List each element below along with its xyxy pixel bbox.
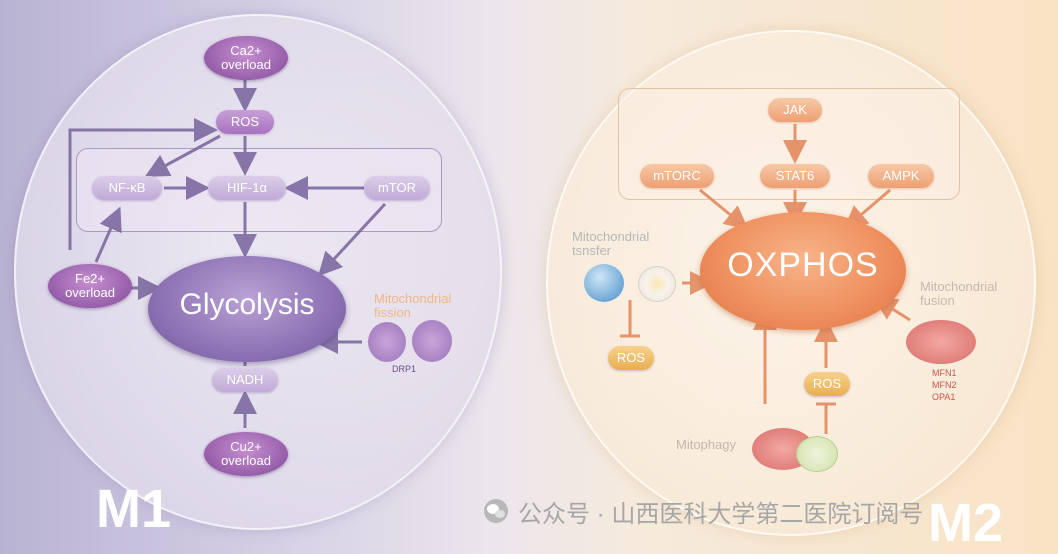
fe-ion-label: Fe2+	[75, 271, 105, 286]
recipient-cell-icon	[638, 266, 676, 302]
fusion-mito-icon	[906, 320, 976, 364]
drp1-label: DRP1	[392, 364, 417, 374]
autophagosome-icon	[796, 436, 838, 472]
watermark-text: 公众号 · 山西医科大学第二医院订阅号	[518, 500, 924, 528]
cu-overload-text: overload	[221, 453, 271, 468]
m2-label: M2	[928, 493, 1004, 553]
fe-overload-text: overload	[65, 285, 115, 300]
hif1a-node: HIF-1α	[208, 176, 286, 200]
ca-overload-mito: Ca2+ overload	[204, 36, 288, 80]
mfn1-label: MFN1	[932, 368, 957, 378]
fusion-label: Mitochondrial fusion	[920, 279, 998, 308]
m1-ros-node: ROS	[216, 110, 274, 134]
mfn2-label: MFN2	[932, 380, 957, 390]
fe-overload-mito: Fe2+ overload	[48, 264, 132, 308]
nfkb-node: NF-κB	[92, 176, 162, 200]
mitophagy-label: Mitophagy	[676, 437, 736, 452]
m1-label: M1	[96, 479, 172, 539]
wechat-icon	[484, 499, 508, 523]
oxphos-label: OXPHOS	[727, 246, 879, 284]
fission-mito-left	[368, 322, 406, 362]
arrow-mtorc-oxphos	[699, 188, 749, 230]
jak-node: JAK	[768, 98, 822, 122]
mtor-node: mTOR	[364, 176, 430, 200]
donor-cell-icon	[584, 264, 624, 302]
transfer-label: Mitochondrial tsnsfer	[572, 229, 650, 258]
cu-overload-mito: Cu2+ overload	[204, 432, 288, 476]
cu-ion-label: Cu2+	[230, 439, 262, 454]
arrow-ros-nfkb	[144, 134, 221, 177]
m2-ros-left-node: ROS	[608, 346, 654, 370]
arrow-fe-ros	[68, 118, 218, 250]
fission-label: Mitochondrial fission	[374, 291, 452, 320]
arrow-fe-nfkb	[94, 206, 122, 263]
glycolysis-label: Glycolysis	[179, 288, 315, 321]
ca-overload-text: overload	[221, 57, 271, 72]
fission-mito-right	[412, 320, 452, 362]
ampk-node: AMPK	[868, 164, 934, 188]
stat6-node: STAT6	[760, 164, 830, 188]
opa1-label: OPA1	[932, 392, 956, 402]
mtorc-node: mTORC	[640, 164, 714, 188]
arrow-mtor-glycolysis	[317, 202, 387, 277]
m2-ros-mid-node: ROS	[804, 372, 850, 396]
ca-ion-label: Ca2+	[230, 43, 262, 58]
nadh-node: NADH	[212, 368, 278, 392]
oxphos-mitochondrion	[700, 212, 906, 330]
watermark: 公众号 · 山西医科大学第二医院订阅号	[484, 496, 1044, 528]
glycolysis-mitochondrion	[148, 256, 346, 362]
